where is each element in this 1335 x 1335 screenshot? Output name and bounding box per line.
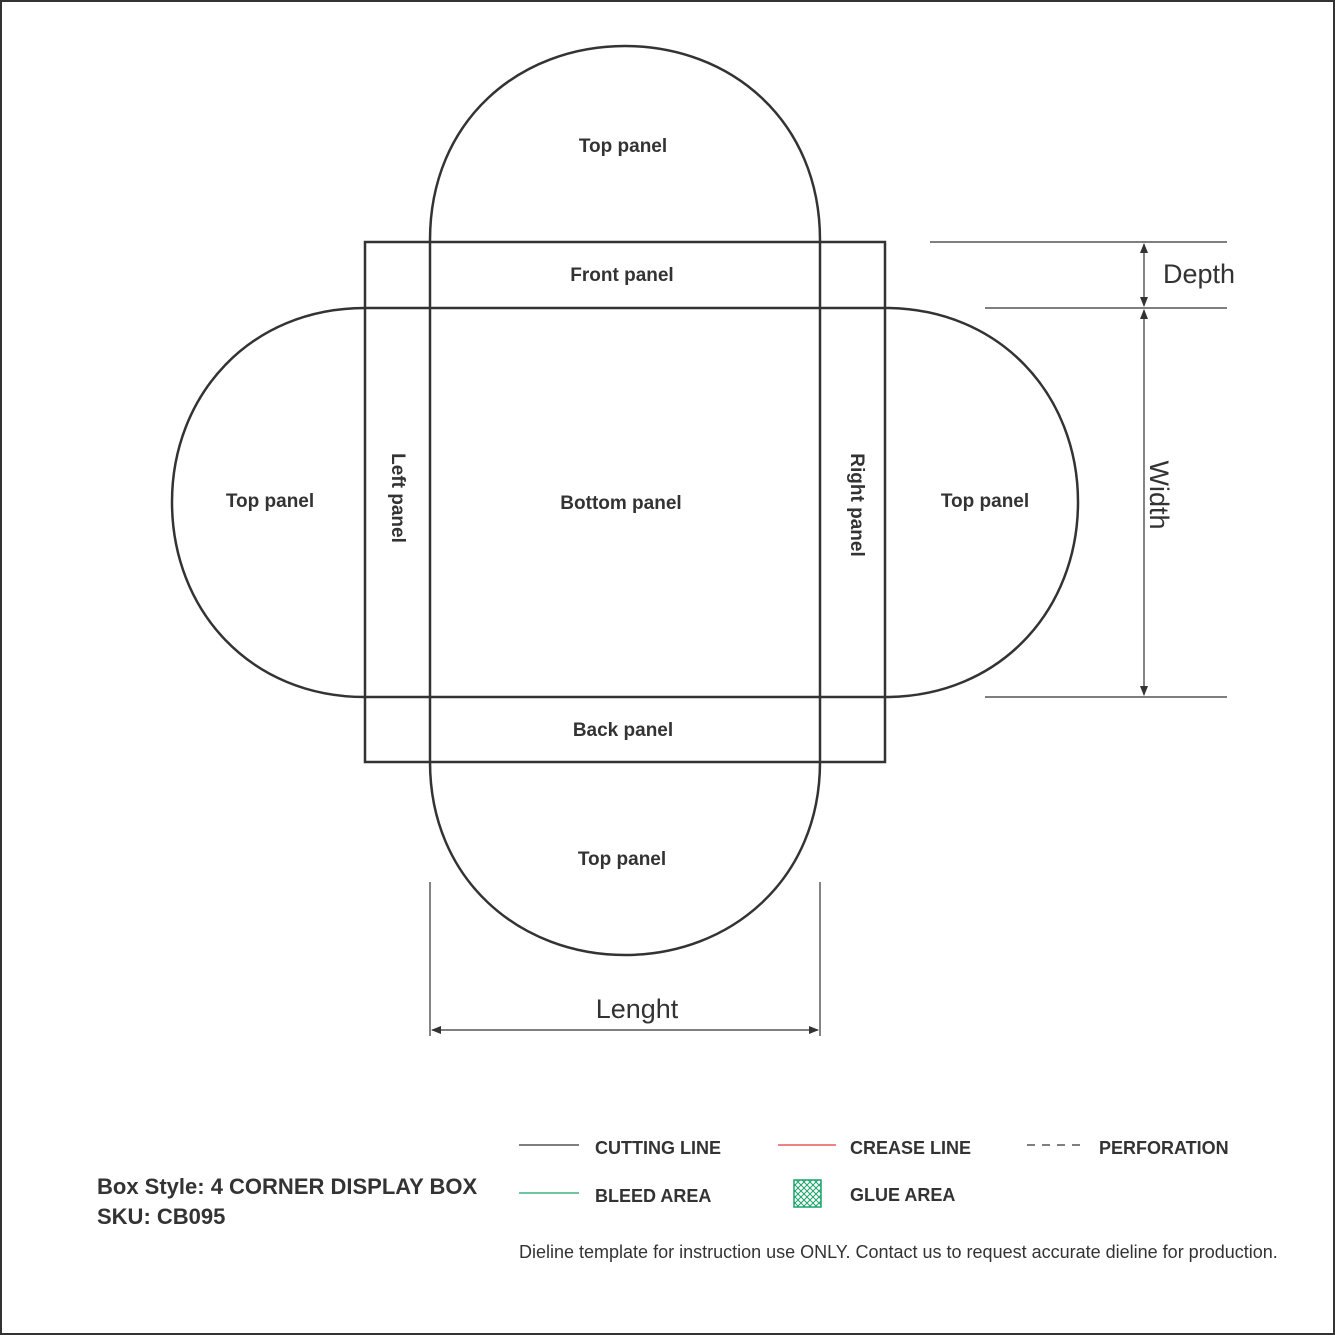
dimension-label-length: Lenght — [596, 994, 679, 1024]
legend-crease-line: CREASE LINE — [850, 1138, 971, 1158]
top-flap-right — [884, 306, 1080, 699]
dimension-label-depth: Depth — [1163, 259, 1235, 289]
top-flap-upper-arc — [428, 44, 822, 242]
legend: CUTTING LINE CREASE LINE PERFORATION BLE… — [519, 1138, 1229, 1208]
box-style-label: Box Style: 4 CORNER DISPLAY BOX — [97, 1174, 478, 1199]
legend-cutting-line: CUTTING LINE — [595, 1138, 721, 1158]
panel-label-left: Left panel — [387, 453, 408, 543]
panel-label-top-right: Top panel — [941, 491, 1029, 512]
panel-label-top-lower: Top panel — [578, 849, 666, 870]
legend-glue-area: GLUE AREA — [850, 1185, 955, 1205]
disclaimer-text: Dieline template for instruction use ONL… — [519, 1242, 1278, 1262]
dimension-labels: Depth Width Lenght — [596, 259, 1235, 1024]
glue-area-swatch — [793, 1179, 822, 1208]
panel-labels: Top panel Front panel Top panel Left pan… — [226, 136, 1029, 870]
outer-rectangle — [363, 240, 887, 764]
panel-label-right: Right panel — [846, 453, 867, 556]
legend-bleed-area: BLEED AREA — [595, 1186, 711, 1206]
top-flap-lower — [428, 761, 822, 957]
cutting-lines — [170, 44, 1080, 957]
top-flap-left — [170, 306, 366, 699]
panel-label-bottom: Bottom panel — [560, 493, 681, 514]
panel-label-top-left: Top panel — [226, 491, 314, 512]
panel-label-back: Back panel — [573, 720, 673, 741]
panel-label-front: Front panel — [570, 265, 673, 286]
sku-label: SKU: CB095 — [97, 1204, 226, 1229]
panel-label-top-upper: Top panel — [579, 136, 667, 157]
legend-perforation: PERFORATION — [1099, 1138, 1229, 1158]
dimension-lines — [429, 241, 1227, 1036]
dimension-label-width: Width — [1144, 460, 1174, 529]
